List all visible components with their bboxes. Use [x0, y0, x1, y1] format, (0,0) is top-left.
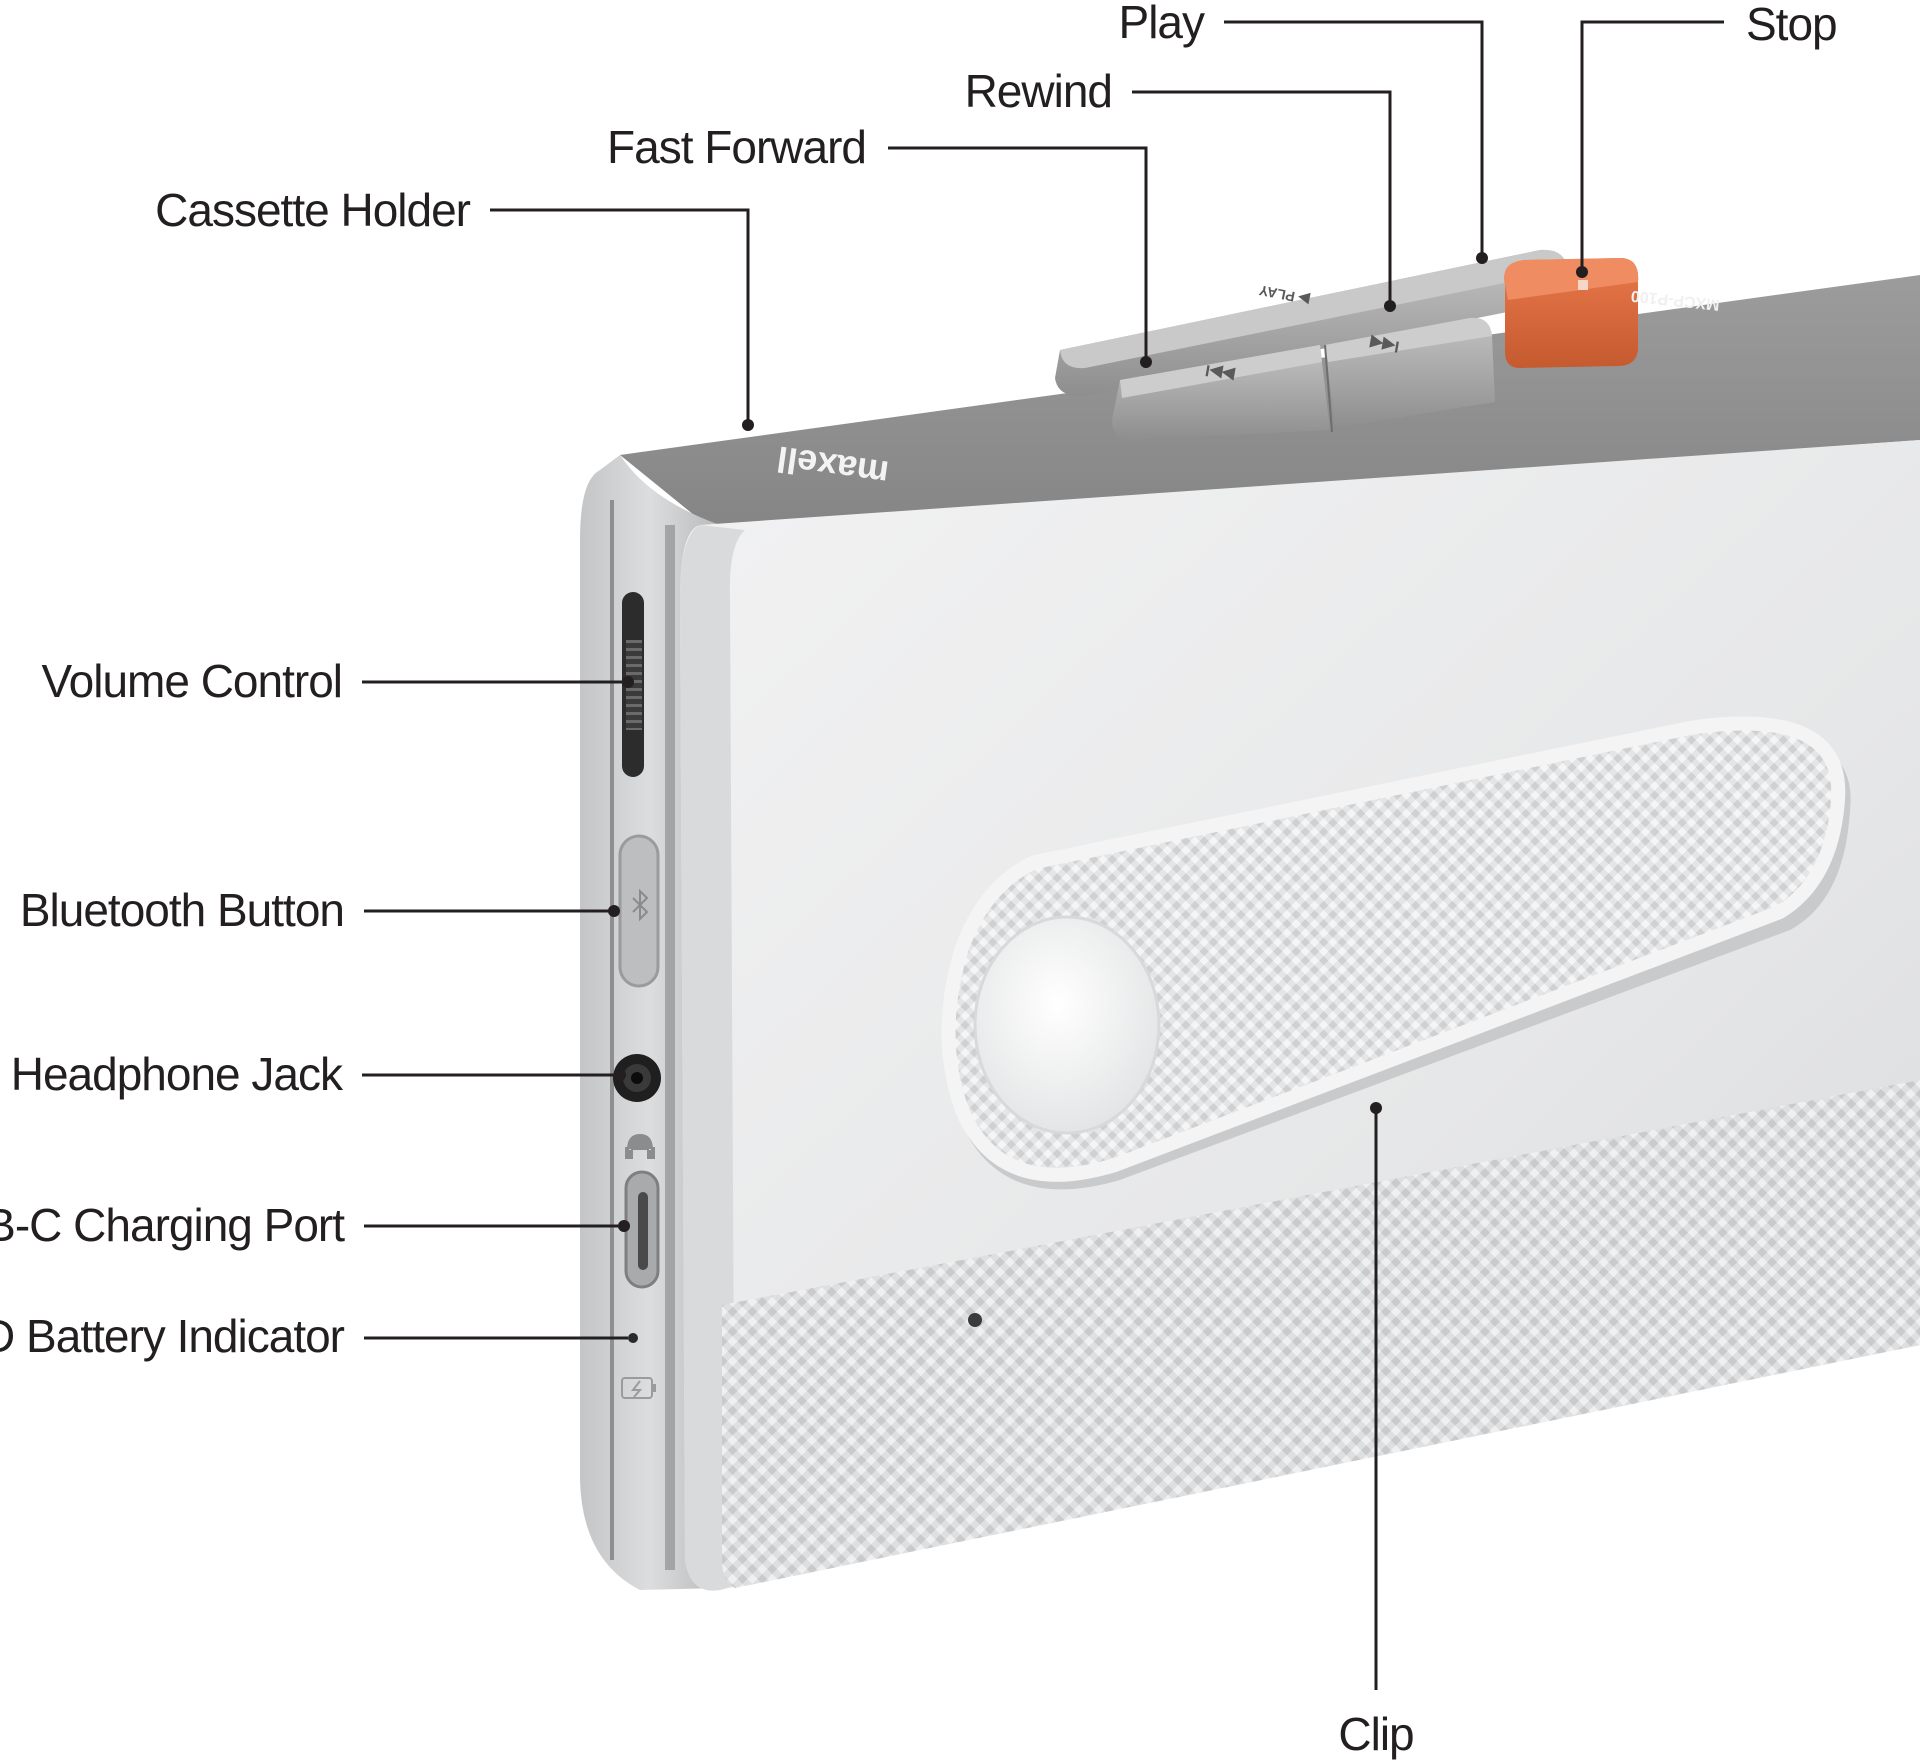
callout-label-stop: Stop	[1746, 0, 1837, 50]
callout-usb-c-port: USB-C Charging Port	[0, 1199, 630, 1251]
callout-rewind: Rewind	[965, 65, 1396, 312]
callout-label-rewind: Rewind	[965, 65, 1112, 117]
callout-clip: Clip	[1338, 1102, 1415, 1760]
callout-fast-forward: Fast Forward	[607, 121, 1152, 368]
play-button[interactable]: ▶ PLAY	[1055, 249, 1568, 396]
callout-play: Play	[1119, 0, 1488, 264]
callout-label-play: Play	[1119, 0, 1205, 48]
clip-thumb-pad	[973, 915, 1161, 1135]
speaker-grille	[722, 1080, 1920, 1588]
callout-label-cassette-holder: Cassette Holder	[155, 184, 470, 236]
callout-cassette-holder: Cassette Holder	[155, 184, 754, 431]
headphone-jack[interactable]	[613, 1054, 661, 1102]
callout-led-battery: LED Battery Indicator	[0, 1310, 628, 1362]
clip-body[interactable]	[941, 716, 1846, 1182]
callout-label-fast-forward: Fast Forward	[607, 121, 866, 173]
cassette-player: ▶ PLAY ▶▶I I◀◀ maxell MXCP-P100	[580, 249, 1920, 1591]
stop-icon	[1578, 280, 1588, 290]
rewind-button[interactable]: I◀◀	[1325, 317, 1495, 428]
callout-headphone-jack: Headphone Jack	[11, 1048, 626, 1100]
callout-label-headphone-jack: Headphone Jack	[11, 1048, 344, 1100]
model-print: MXCP-P100	[1630, 287, 1720, 313]
callout-label-clip: Clip	[1338, 1708, 1413, 1760]
play-button-print: ▶ PLAY	[1257, 282, 1311, 308]
fast-forward-button[interactable]: ▶▶I	[1112, 345, 1330, 440]
callout-label-volume-control: Volume Control	[42, 655, 343, 707]
callout-label-bluetooth-button: Bluetooth Button	[20, 884, 344, 936]
headphones-icon	[625, 1133, 655, 1159]
led-battery-indicator	[628, 1333, 638, 1343]
battery-charging-icon	[621, 1377, 656, 1399]
callout-stop: Stop	[1576, 0, 1838, 278]
callout-label-led-battery: LED Battery Indicator	[0, 1310, 345, 1362]
rewind-print: I◀◀	[1368, 333, 1400, 355]
callout-bluetooth-button: Bluetooth Button	[20, 884, 620, 936]
microphone-hole	[968, 1313, 982, 1327]
belt-clip	[941, 716, 1851, 1190]
usb-c-port[interactable]	[624, 1170, 660, 1289]
callout-volume-control: Volume Control	[42, 655, 634, 707]
callout-label-usb-c-port: USB-C Charging Port	[0, 1199, 345, 1251]
fast-forward-print: ▶▶I	[1204, 361, 1237, 383]
stop-button[interactable]	[1504, 258, 1639, 368]
button-divider	[1324, 344, 1333, 433]
bluetooth-icon	[632, 888, 649, 922]
bluetooth-button[interactable]	[618, 834, 660, 988]
